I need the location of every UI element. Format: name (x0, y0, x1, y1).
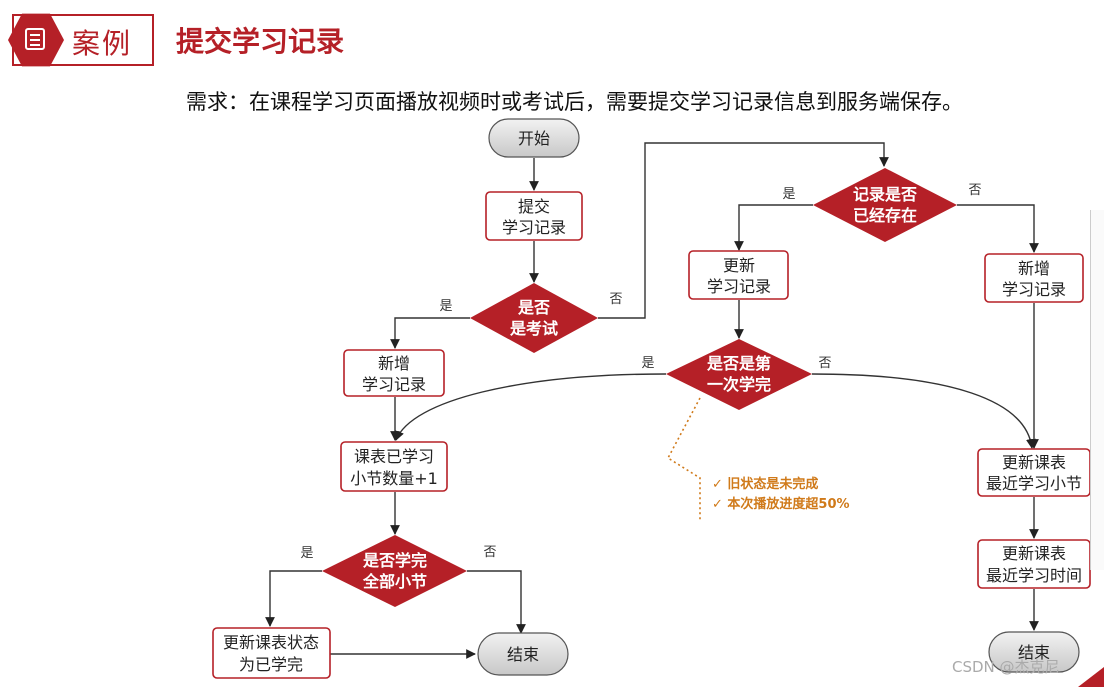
svg-text:开始: 开始 (518, 129, 550, 148)
edge-alldone-yes (265, 570, 322, 627)
new-record-left-box: 新增 学习记录 (343, 349, 445, 397)
svg-text:✓ 本次播放进度超50%: ✓ 本次播放进度超50% (712, 496, 850, 512)
svg-text:学习记录: 学习记录 (502, 218, 566, 237)
condition-note: ✓ 旧状态是未完成 ✓ 本次播放进度超50% (712, 476, 850, 512)
svg-text:更新课表: 更新课表 (1002, 544, 1066, 563)
update-count-box: 课表已学习 小节数量+1 (340, 441, 448, 492)
svg-text:全部小节: 全部小节 (362, 572, 427, 591)
new-record-right-box: 新增 学习记录 (984, 253, 1084, 303)
submit-record-box: 提交 学习记录 (485, 191, 583, 241)
update-latest-section-box: 更新课表 最近学习小节 (977, 448, 1091, 497)
svg-text:学习记录: 学习记录 (707, 277, 771, 296)
update-status-box: 更新课表状态 为已学完 (212, 627, 331, 679)
svg-text:否: 否 (818, 356, 831, 371)
edge-isexam-no (598, 142, 889, 319)
svg-text:是: 是 (641, 356, 654, 371)
edge-alldone-no (467, 570, 526, 634)
svg-text:最近学习时间: 最近学习时间 (986, 566, 1082, 585)
edge-first-no (811, 373, 1036, 449)
edge-exists-yes (734, 204, 813, 251)
svg-text:是否学完: 是否学完 (362, 551, 427, 570)
all-done-decision: 是否学完 全部小节 (322, 535, 467, 607)
edge-isexam-yes (390, 317, 470, 349)
svg-text:学习记录: 学习记录 (1002, 280, 1066, 299)
svg-text:新增: 新增 (1018, 259, 1050, 278)
scrollbar-strip[interactable] (1090, 210, 1104, 570)
start-node: 开始 (488, 118, 580, 158)
svg-text:一次学完: 一次学完 (707, 375, 771, 394)
watermark: CSDN @杰克尼 (952, 658, 1060, 676)
svg-text:否: 否 (609, 292, 622, 307)
end-node-right: 结束 (988, 631, 1080, 673)
update-latest-time-box: 更新课表 最近学习时间 (977, 539, 1091, 589)
page-title: 提交学习记录 (176, 25, 345, 58)
requirement-text: 需求：在课程学习页面播放视频时或考试后，需要提交学习记录信息到服务端保存。 (186, 90, 963, 114)
svg-text:结束: 结束 (507, 645, 539, 664)
end-node-left: 结束 (477, 632, 569, 676)
svg-text:新增: 新增 (378, 354, 410, 373)
document-icon (25, 28, 45, 50)
svg-text:结束: 结束 (1018, 643, 1050, 662)
svg-text:是否: 是否 (517, 298, 550, 317)
svg-text:学习记录: 学习记录 (362, 375, 426, 394)
edge-exists-no (957, 204, 1039, 253)
record-exists-decision: 记录是否 已经存在 (813, 168, 957, 242)
edge-first-yes (394, 373, 667, 441)
svg-text:最近学习小节: 最近学习小节 (986, 474, 1082, 493)
svg-text:记录是否: 记录是否 (853, 185, 917, 204)
edge-labels: 是 否 是 否 是 否 是 否 (300, 183, 981, 561)
first-done-decision: 是否是第 一次学完 (666, 339, 812, 410)
svg-text:是: 是 (300, 546, 313, 561)
svg-text:否: 否 (483, 545, 496, 560)
connectors (265, 142, 1039, 659)
badge-label: 案例 (72, 27, 133, 60)
update-record-box: 更新 学习记录 (688, 250, 789, 300)
svg-text:更新: 更新 (723, 256, 755, 275)
svg-text:小节数量+1: 小节数量+1 (350, 469, 438, 488)
svg-text:否: 否 (968, 183, 981, 198)
header: 案例 提交学习记录 (0, 0, 1104, 80)
svg-text:是否是第: 是否是第 (706, 354, 771, 373)
svg-text:是: 是 (439, 299, 452, 314)
svg-text:提交: 提交 (518, 197, 550, 216)
svg-text:是考试: 是考试 (509, 319, 558, 338)
svg-text:更新课表: 更新课表 (1002, 453, 1066, 472)
svg-text:为已学完: 为已学完 (239, 655, 303, 674)
svg-text:是: 是 (782, 187, 795, 202)
is-exam-decision: 是否 是考试 (470, 283, 598, 353)
svg-text:课表已学习: 课表已学习 (354, 447, 434, 466)
svg-text:更新课表状态: 更新课表状态 (223, 633, 319, 652)
note-connector (666, 397, 701, 520)
svg-text:✓ 旧状态是未完成: ✓ 旧状态是未完成 (712, 476, 818, 492)
svg-text:已经存在: 已经存在 (853, 206, 917, 225)
case-badge: 案例 (8, 13, 154, 67)
